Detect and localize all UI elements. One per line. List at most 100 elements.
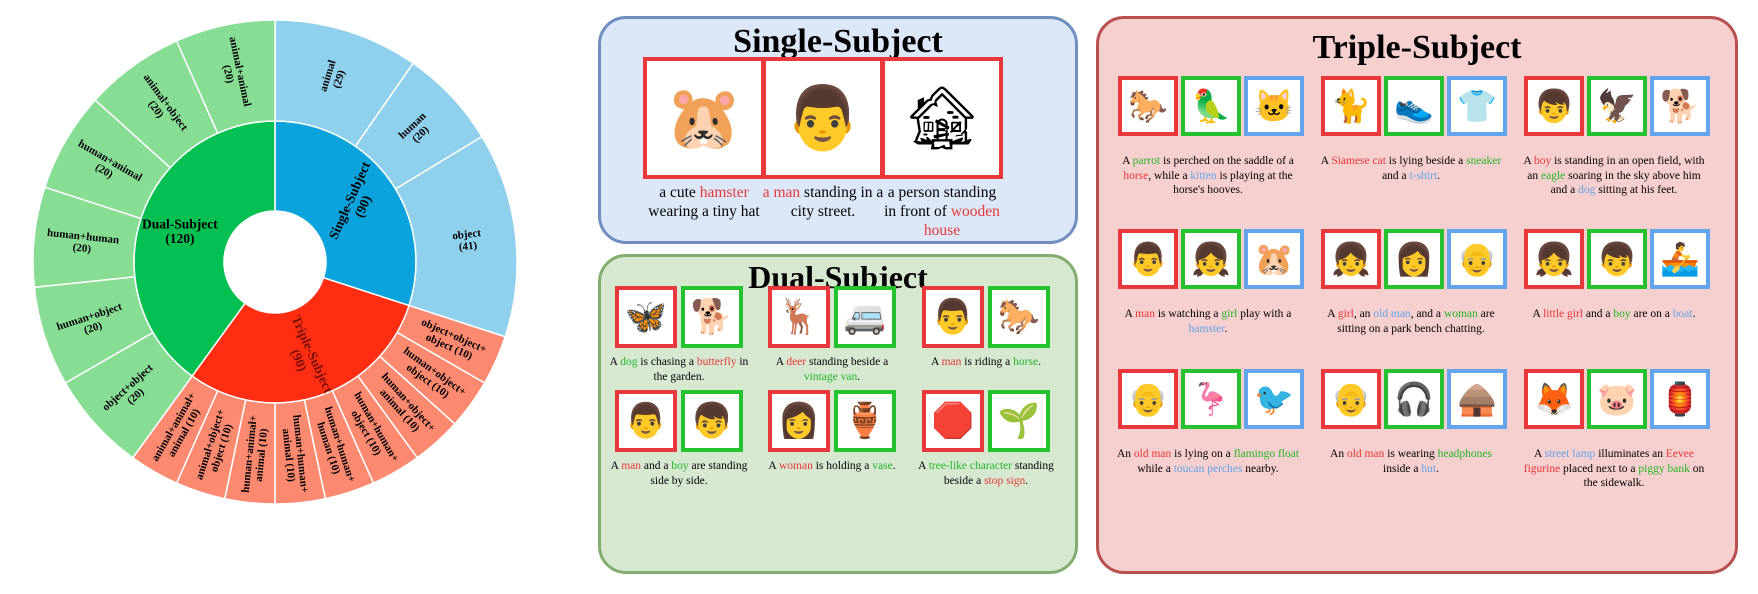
image-row: 🦋🐕 <box>615 286 753 348</box>
highlighted-subject: old man <box>1133 448 1172 460</box>
caption-text: . <box>1038 356 1041 368</box>
woman-image: 👩 <box>768 390 830 452</box>
dual-example: 👨👦A man and a boy are standing side by s… <box>611 390 753 489</box>
caption-text: . <box>1436 462 1439 475</box>
triple-example: 🐎🦜🐱 A parrot is perched on the saddle of … <box>1118 76 1304 198</box>
caption-text: , and a <box>1410 308 1444 320</box>
caption-text: a cute <box>659 184 700 201</box>
dual-example: 🦋🐕A dog is chasing a butterfly in the ga… <box>610 286 753 385</box>
image-row: 🐎🦜🐱 <box>1118 76 1304 136</box>
hamster-image: 🐹 <box>643 57 765 179</box>
highlighted-subject: dog <box>620 356 638 368</box>
caption-text: An <box>1330 448 1347 460</box>
highlighted-subject: old man <box>1346 448 1385 460</box>
caption-text: A <box>1122 155 1133 167</box>
caption-text: is riding a <box>961 356 1014 368</box>
highlighted-subject: headphones <box>1437 448 1492 460</box>
boy-image: 👦 <box>1587 229 1647 289</box>
flamingo-float-image: 🦩 <box>1181 369 1241 429</box>
single-subject-panel: Single-Subject 🐹a cute hamster wearing a… <box>598 16 1078 244</box>
highlighted-subject: Eevee figurine <box>1523 448 1694 475</box>
highlighted-subject: stop sign <box>984 475 1026 487</box>
caption: A dog is chasing a butterfly in the gard… <box>605 355 753 385</box>
outer-label: object(41) <box>452 227 484 254</box>
dog-image: 🐕 <box>1650 76 1710 136</box>
woman-image: 👩 <box>1384 229 1444 289</box>
caption-text: is chasing a <box>637 356 697 368</box>
caption-text: a person standing in front of <box>884 184 997 220</box>
triple-example: 👴🎧🛖An old man is wearing headphones insi… <box>1321 369 1507 476</box>
dual-example: 👩🏺A woman is holding a vase. <box>768 390 906 474</box>
dog-image: 🐕 <box>681 286 743 348</box>
highlighted-subject: sneaker <box>1466 155 1502 167</box>
caption-text: and a <box>641 460 672 472</box>
eevee-figurine-image: 🦊 <box>1524 369 1584 429</box>
image-row: 🏚 <box>881 57 1003 179</box>
wooden-house-image: 🏚 <box>881 57 1003 179</box>
caption: An old man is lying on a flamingo float … <box>1115 447 1301 476</box>
caption-text: are on a <box>1630 308 1673 320</box>
triple-example: 🐈👟👕A Siamese cat is lying beside a sneak… <box>1321 76 1507 183</box>
single-example: 🐹a cute hamster wearing a tiny hat <box>643 57 765 221</box>
highlighted-subject: a man <box>762 184 801 201</box>
caption: A parrot is perched on the saddle of a h… <box>1115 154 1301 198</box>
image-row: 👨🐎 <box>922 286 1060 348</box>
sunburst-chart: animal(29)human(20)object(41)object+obje… <box>32 19 518 505</box>
man-image: 👨 <box>922 286 984 348</box>
inner-label: Dual-Subject(120) <box>142 217 218 247</box>
highlighted-subject: toucan perches <box>1173 462 1243 475</box>
highlighted-subject: boy <box>671 460 689 472</box>
caption-text: A <box>1532 308 1544 320</box>
image-row: 👧👩👴 <box>1321 229 1507 289</box>
caption: A deer standing beside a vintage van. <box>758 355 906 385</box>
highlighted-subject: man <box>941 356 962 368</box>
old-man-image: 👴 <box>1321 369 1381 429</box>
image-row: 👧👦🚣 <box>1524 229 1710 289</box>
kitten-image: 🐱 <box>1244 76 1304 136</box>
triple-subject-title: Triple-Subject <box>1312 29 1522 66</box>
highlighted-subject: girl <box>1221 308 1238 320</box>
caption: A man is riding a horse. <box>912 355 1060 370</box>
toucan-image: 🐦 <box>1244 369 1304 429</box>
triple-example: 👨👧🐹A man is watching a girl play with a … <box>1118 229 1304 336</box>
hamster-image: 🐹 <box>1244 229 1304 289</box>
image-row: 🦊🐷🏮 <box>1524 369 1710 429</box>
caption-text: is perched on the saddle of a <box>1160 155 1294 167</box>
highlighted-subject: little girl <box>1543 308 1584 320</box>
image-row: 👨👦 <box>615 390 753 452</box>
caption: A boy is standing in an open field, with… <box>1521 154 1707 198</box>
caption-text: A <box>610 460 622 472</box>
caption-text: A <box>1533 448 1545 460</box>
man-image: 👨 <box>1118 229 1178 289</box>
parrot-image: 🦜 <box>1181 76 1241 136</box>
caption-text: is playing at the horse's hooves. <box>1173 169 1293 197</box>
highlighted-subject: boy <box>1533 155 1552 167</box>
caption-text: A <box>1320 155 1332 167</box>
caption-text: A <box>1523 155 1534 167</box>
caption-text: illuminates an <box>1595 448 1666 460</box>
caption-text: A <box>1124 308 1136 320</box>
caption-text: play with a <box>1237 308 1292 320</box>
t-shirt-image: 👕 <box>1447 76 1507 136</box>
caption-text: and a <box>1583 308 1614 320</box>
caption-text: A <box>609 356 621 368</box>
boy-image: 👦 <box>681 390 743 452</box>
triple-example: 👧👩👴 A girl, an old man, and a woman are s… <box>1321 229 1507 336</box>
old-man-image: 👴 <box>1118 369 1178 429</box>
caption: A girl, an old man, and a woman are sitt… <box>1318 307 1504 336</box>
image-row: 🛑🌱 <box>922 390 1060 452</box>
highlighted-subject: flamingo float <box>1233 448 1300 460</box>
caption-text: A <box>768 460 779 472</box>
caption-text: . <box>1692 308 1696 320</box>
caption-text: A <box>918 460 929 472</box>
highlighted-subject: horse <box>1123 169 1149 182</box>
man-image: 👨 <box>615 390 677 452</box>
caption-text: are sitting on a park bench chatting. <box>1337 308 1495 335</box>
triple-example: 👧👦🚣A little girl and a boy are on a boat… <box>1524 229 1710 322</box>
caption-text: is lying beside a <box>1385 155 1467 167</box>
caption-text: standing beside a <box>806 356 889 368</box>
caption-text: inside a <box>1383 462 1422 475</box>
tree-like-character-image: 🌱 <box>988 390 1050 452</box>
highlighted-subject: deer <box>786 356 807 368</box>
stop-sign-image: 🛑 <box>922 390 984 452</box>
